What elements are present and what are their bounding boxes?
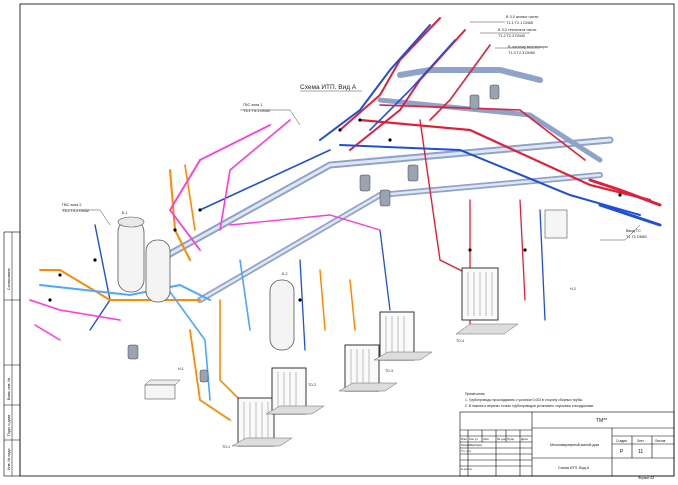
callout-2-line2: Т1.2 Т2.2 DN40	[498, 34, 525, 38]
developer-name: Хасбиев	[470, 443, 482, 447]
callout-5-line2: Т3.2 Т4.2 DN32	[62, 209, 89, 213]
strip-label-inv-original: Инв. № подл.	[7, 448, 11, 470]
header-date: Дата	[521, 437, 528, 441]
equipment-labels: ТО-1 ТО-2 ТО-3 ТО-4 Б-1 Б-2 Н-1 Н-2	[122, 211, 576, 449]
heat-exchanger-5	[455, 267, 519, 335]
callout-2-line1: В 3.0 техническ части	[498, 28, 536, 32]
sheet-format: Формат А3	[638, 476, 654, 480]
callout-6-line1: Ввод ТС	[626, 229, 641, 233]
cabinet-1	[544, 209, 568, 239]
pump-1	[144, 379, 181, 400]
sheet-name: Схема ИТП. Вид А	[558, 466, 590, 470]
label-b-2: Б-2	[282, 272, 288, 276]
developer-role: Разраб.	[461, 443, 472, 447]
tank-3	[269, 279, 295, 351]
header-signature: Подп.	[507, 437, 515, 441]
callout-4-line2: Т3.1 Т4.1 DN32	[243, 109, 270, 113]
title-block	[459, 411, 675, 477]
doc-code: ТМ**	[596, 418, 607, 424]
header-doc-no: № док	[497, 437, 506, 441]
tank-2	[145, 239, 171, 303]
callout-5-line1: ГВС зона 2	[62, 203, 81, 207]
notes-line-1: 1. Трубопроводы прокладывать с уклоном 0…	[465, 398, 583, 402]
callout-3-line2: Т1.3 Т2.3 DN50	[508, 51, 535, 55]
strip-label-approved: Согласовано	[7, 268, 11, 290]
drawing-title: Схема ИТП. Вид А	[300, 84, 357, 91]
checker-role: Т.к. (Н.)	[461, 449, 471, 453]
title-block-text: ТМ** Изм Кол.уч Лист № док Подп. Дата Ра…	[461, 418, 666, 480]
label-to-2: ТО-2	[308, 383, 316, 387]
label-to-1: ТО-1	[222, 445, 230, 449]
heat-exchanger-2	[265, 367, 325, 415]
leader-lines	[62, 21, 641, 241]
label-to-4: ТО-4	[456, 339, 464, 343]
stage-label: Стадия	[616, 439, 627, 443]
header-change: Изм	[461, 437, 467, 441]
sheet-label: Лист	[637, 439, 644, 443]
callout-1-line2: Т1.1 Т2.1 DN65	[506, 21, 533, 25]
object-name: Многоквартирный жилой дом	[550, 443, 599, 447]
stage-value: Р	[620, 449, 624, 455]
callout-3-line1: В систему вентиляции	[508, 45, 548, 49]
callout-6-line2: Т1 Т2 DN80	[626, 235, 647, 239]
notes-heading: Примечания	[465, 392, 485, 396]
sheets-label: Листов	[655, 439, 666, 443]
callout-4-line1: ГВС зона 1	[243, 103, 262, 107]
header-qty: Кол.уч	[469, 437, 478, 441]
callout-1-line1: В 3.0 жилых части	[506, 15, 538, 19]
heat-exchanger-1	[231, 397, 293, 447]
strip-label-sign-date: Подп. и дата	[7, 415, 11, 436]
heat-exchanger-4	[373, 311, 433, 361]
sheet-value: 11	[638, 449, 643, 455]
label-n-1: Н-1	[178, 367, 184, 371]
callouts: В 3.0 жилых части Т1.1 Т2.1 DN65 В 3.0 т…	[62, 15, 647, 239]
heat-exchanger-3	[338, 344, 398, 392]
notes: Примечания 1. Трубопроводы прокладывать …	[465, 392, 594, 408]
left-stamp-strip: Согласовано Инв. № подл. Подп. и дата Вз…	[3, 231, 21, 477]
equipment	[48, 84, 622, 447]
label-b-1: Б-1	[122, 211, 128, 215]
tank-1	[117, 216, 145, 293]
notes-line-2: 2. В нижних и верхних точках трубопровод…	[465, 404, 594, 408]
norm-control-role: Н.контр.	[461, 467, 473, 471]
header-sheet: Лист	[483, 437, 490, 441]
strip-label-replaces-inv: Взам. инв. №	[7, 378, 11, 400]
label-n-2: Н-2	[570, 287, 576, 291]
label-to-3: ТО-3	[385, 369, 393, 373]
